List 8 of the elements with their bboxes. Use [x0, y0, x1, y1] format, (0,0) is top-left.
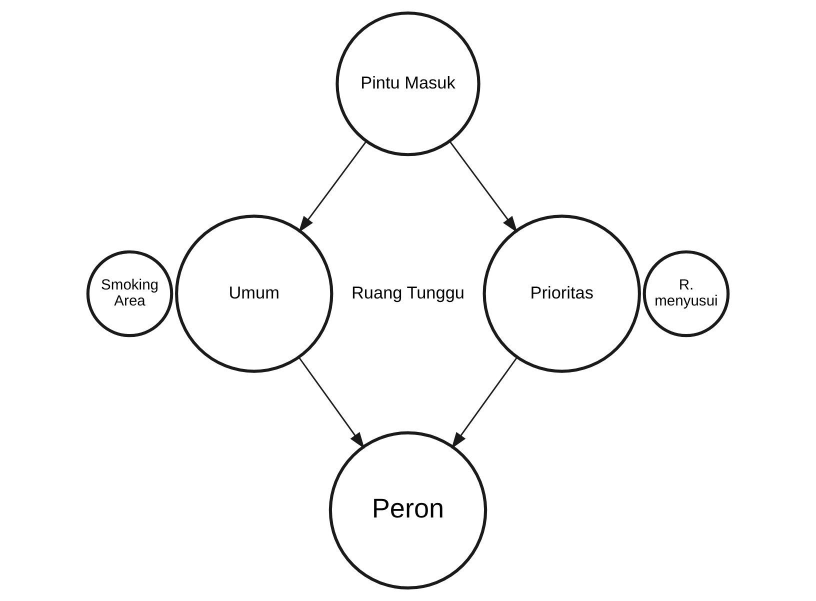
arrow [451, 357, 518, 449]
node-circle: Pintu Masuk [336, 12, 480, 156]
node-circle: Smoking Area [86, 250, 174, 338]
label: Ruang Tunggu [352, 282, 464, 302]
arrow [449, 140, 518, 233]
arrow [298, 357, 365, 449]
arrow [298, 140, 367, 233]
node-circle: R. menyusui [642, 250, 730, 338]
